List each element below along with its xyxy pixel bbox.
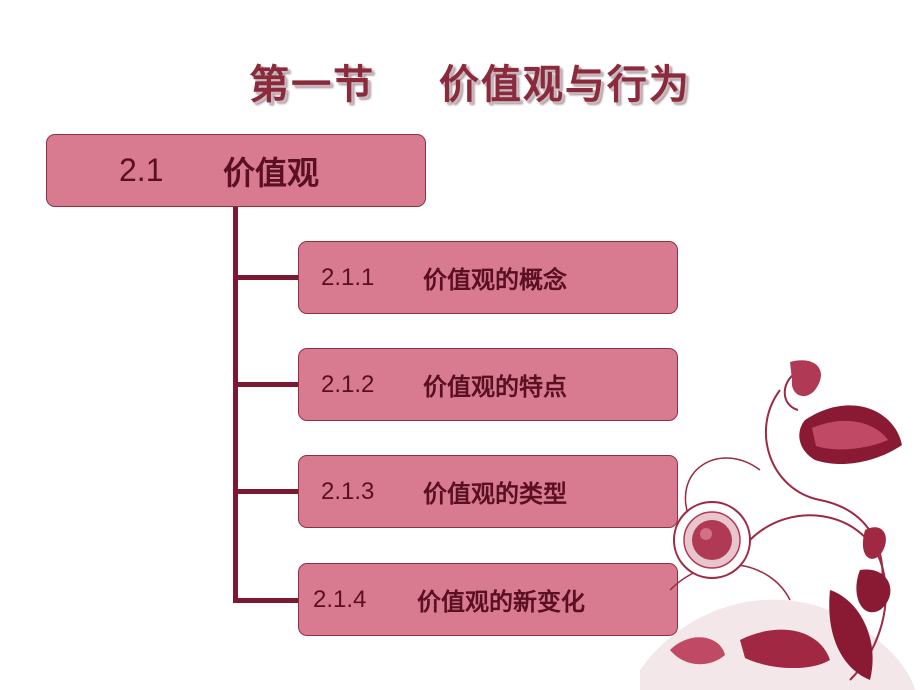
subtopic-label: 价值观的新变化	[417, 588, 585, 616]
tree-connector-branch	[233, 275, 299, 280]
main-topic-box: 2.1 价值观	[46, 134, 426, 207]
tree-connector-branch	[233, 598, 299, 603]
subtopic-number: 2.1.4	[313, 585, 367, 613]
tree-connector-branch	[233, 382, 299, 387]
subtopic-box: 2.1.3 价值观的类型	[298, 455, 678, 528]
main-topic-label: 价值观	[223, 153, 320, 192]
subtopic-box: 2.1.1 价值观的概念	[298, 241, 678, 314]
subtopic-box: 2.1.2 价值观的特点	[298, 348, 678, 421]
subtopic-number: 2.1.1	[321, 263, 375, 291]
subtopic-number: 2.1.3	[321, 477, 375, 505]
floral-decoration-icon	[640, 360, 915, 690]
subtopic-label: 价值观的特点	[423, 373, 567, 401]
slide-title: 第一节 价值观与行为	[249, 62, 691, 108]
subtopic-box: 2.1.4 价值观的新变化	[298, 563, 678, 636]
subtopic-number: 2.1.2	[321, 370, 375, 398]
main-topic-number: 2.1	[119, 152, 164, 188]
subtopic-label: 价值观的类型	[423, 480, 567, 508]
tree-connector-branch	[233, 489, 299, 494]
tree-connector-vertical	[233, 207, 238, 603]
subtopic-label: 价值观的概念	[423, 266, 567, 294]
